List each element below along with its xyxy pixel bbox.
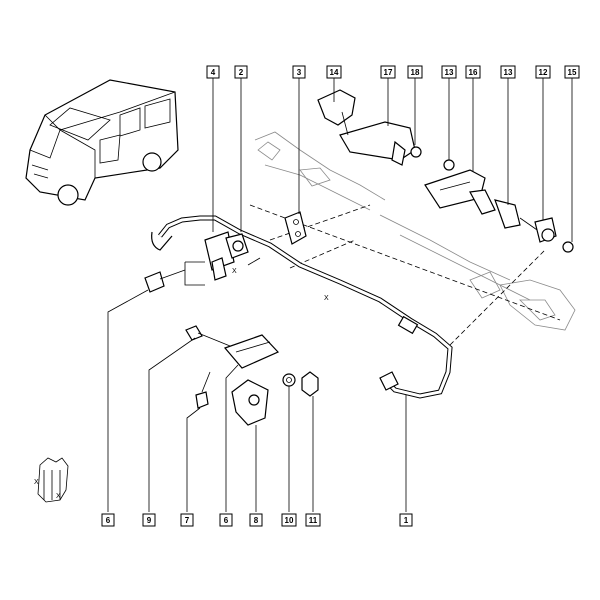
callout-4: 4	[206, 65, 220, 79]
callout-13: 13	[500, 65, 516, 79]
svg-text:6: 6	[106, 516, 111, 525]
bracket-assembly-14-17	[317, 89, 422, 166]
svg-text:9: 9	[147, 516, 152, 525]
callout-17: 17	[380, 65, 396, 79]
lower-fixings	[144, 269, 319, 426]
svg-text:13: 13	[445, 68, 454, 77]
svg-text:16: 16	[469, 68, 478, 77]
callout-15: 15	[564, 65, 580, 79]
svg-text:3: 3	[297, 68, 302, 77]
x-mark: X	[232, 268, 237, 275]
svg-text:2: 2	[239, 68, 244, 77]
callout-2: 2	[234, 65, 248, 79]
svg-text:12: 12	[539, 68, 548, 77]
x-mark: X	[34, 479, 39, 486]
callout-13: 13	[441, 65, 457, 79]
svg-text:4: 4	[211, 68, 216, 77]
bracket-3	[284, 211, 307, 245]
x-mark: X	[324, 295, 329, 302]
x-marks: X X X X	[34, 268, 329, 500]
callout-18: 18	[407, 65, 423, 79]
leader-lines	[107, 78, 573, 512]
svg-text:14: 14	[330, 68, 339, 77]
svg-text:15: 15	[568, 68, 577, 77]
svg-text:18: 18	[411, 68, 420, 77]
callout-6: 6	[101, 513, 115, 527]
left-bush-assembly	[184, 231, 261, 286]
svg-text:17: 17	[384, 68, 393, 77]
callout-3: 3	[292, 65, 306, 79]
svg-text:13: 13	[504, 68, 513, 77]
svg-text:8: 8	[254, 516, 259, 525]
svg-text:1: 1	[404, 516, 409, 525]
svg-text:11: 11	[309, 516, 318, 525]
van-illustration	[25, 79, 179, 206]
bracket-assembly-13-16	[424, 159, 574, 253]
callout-16: 16	[465, 65, 481, 79]
callout-8: 8	[249, 513, 263, 527]
callout-9: 9	[142, 513, 156, 527]
callout-6: 6	[219, 513, 233, 527]
anti-roll-bar	[151, 215, 453, 399]
callout-10: 10	[281, 513, 297, 527]
svg-text:10: 10	[285, 516, 294, 525]
callout-11: 11	[305, 513, 321, 527]
svg-text:6: 6	[224, 516, 229, 525]
svg-text:7: 7	[185, 516, 190, 525]
callout-14: 14	[326, 65, 342, 79]
callout-12: 12	[535, 65, 551, 79]
callout-1: 1	[399, 513, 413, 527]
callout-7: 7	[180, 513, 194, 527]
chassis-outline	[254, 131, 576, 331]
inset-figure	[37, 457, 69, 503]
x-mark: X	[56, 493, 61, 500]
